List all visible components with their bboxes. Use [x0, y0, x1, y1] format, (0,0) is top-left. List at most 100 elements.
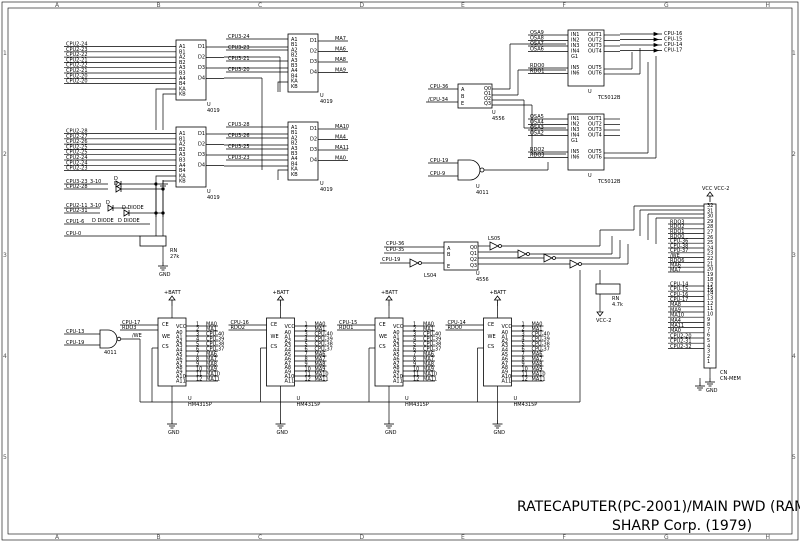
ic-pin-label: IN6 — [571, 155, 579, 161]
ram-address-net: MA10 — [532, 371, 546, 377]
ic-part-number: HM4315P — [514, 402, 538, 408]
ic-pin-label: D1 — [310, 126, 317, 132]
ic-pin-label: A1 — [291, 37, 298, 43]
ground-label: GND — [168, 430, 180, 436]
input-net-label: CPU3-23 — [228, 155, 250, 161]
output-net-label: MA0 — [335, 156, 346, 162]
grid-row-label: 1 — [3, 50, 7, 57]
ic-pin-label: CS — [271, 344, 278, 350]
ram-address-net: CPU-37 — [315, 346, 333, 352]
gate-label: LS05 — [488, 236, 500, 242]
connector-pin-number: 9 — [707, 317, 710, 323]
supply-symbol — [276, 295, 285, 301]
ram-cpu-net: CPU-14 — [448, 320, 466, 326]
ic-reference: U — [492, 110, 496, 116]
left-net-label: CPU2-28 — [66, 184, 88, 190]
inverter-bubble — [418, 261, 422, 265]
ram-pin-number: 1 — [305, 321, 308, 327]
grid-column-label: E — [461, 534, 465, 541]
ic-reference: U — [188, 396, 192, 402]
ic-pin-label: OUT3 — [588, 127, 602, 133]
wire — [277, 81, 288, 92]
input-net-label: CPU2-22 — [66, 52, 88, 58]
ic-pin-label: A2 — [176, 339, 183, 345]
ram-pin-number: 6 — [522, 346, 525, 352]
ic-part-number: 4011 — [104, 350, 117, 356]
ic-reference: U — [320, 93, 324, 99]
connector-net-label: CPU-15 — [670, 287, 688, 293]
ram-rdo-net: RDO1 — [339, 325, 353, 331]
ram-pin-number: 4 — [305, 336, 308, 342]
ic-pin-label: D1 — [310, 38, 317, 44]
connector-pin-number: 14 — [707, 290, 713, 296]
connector-net-label: /WE — [670, 253, 680, 259]
ic-pin-label: A7 — [285, 361, 292, 367]
ic-reference: U — [588, 89, 592, 95]
input-net-label: CPU2-23 — [66, 166, 88, 172]
ic-pin-label: VCC — [502, 324, 513, 330]
rn-value: 27k — [170, 254, 179, 260]
ic-pin-label: A10 — [285, 374, 295, 380]
connector-net-label: MA9 — [670, 307, 681, 313]
ground-label: GND — [277, 430, 289, 436]
left-net-label: CPU2-11_3-10 — [66, 203, 101, 209]
ic-pin-label: IN2 — [571, 122, 579, 128]
ram-address-net: MA8 — [423, 361, 434, 367]
decoder-4556-top — [457, 83, 493, 109]
output-net-label: /WE — [132, 333, 142, 339]
connector-pin-number: 23 — [707, 251, 713, 257]
connector-net-label: RDO0 — [670, 234, 684, 240]
input-net-label: RDO2 — [530, 147, 544, 153]
ram-pin-number: 4 — [196, 336, 199, 342]
wire — [155, 88, 176, 130]
ram-address-net: MA8 — [532, 361, 543, 367]
ram-address-net: CPU-38 — [532, 341, 550, 347]
ic-pin-label: WE — [271, 334, 279, 340]
inverter-bubble — [526, 252, 530, 256]
ic-pin-label: A1 — [285, 334, 292, 340]
ram-pin-number: 3 — [522, 331, 525, 337]
input-net-label: CPU2-24 — [66, 155, 88, 161]
ic-pin-label: CE — [162, 322, 169, 328]
input-net-label: OSA4 — [530, 120, 544, 126]
connector-net-label: MA0 — [670, 328, 681, 334]
connector-pin-number: 24 — [707, 245, 713, 251]
ram-address-net: CPU-40 — [423, 331, 441, 337]
ic-pin-label: OUT2 — [588, 38, 602, 44]
ram-address-net: MA7 — [423, 356, 434, 362]
ram-rdo-net: RDO3 — [122, 325, 136, 331]
input-net-label: CPU2-23 — [66, 47, 88, 53]
input-net-label: CPU3-23 — [228, 45, 250, 51]
connector-pin-number: 19 — [707, 272, 713, 278]
ram-rdo-net: RDO2 — [231, 325, 245, 331]
input-net-label: CPU-36 — [430, 84, 448, 90]
ic-pin-label: WE — [488, 334, 496, 340]
ic-pin-label: A2 — [285, 339, 292, 345]
ic-pin-label: A3 — [291, 146, 298, 152]
ic-pin-label: A7 — [502, 361, 509, 367]
ic-pin-label: IN3 — [571, 43, 579, 49]
ic-pin-label: A — [447, 246, 451, 252]
drawing-title: RATECAPUTER(PC-2001)/MAIN PWD (RAM) — [517, 499, 800, 515]
ic-pin-label: E — [461, 101, 464, 107]
ram-address-net: CPU-37 — [532, 346, 550, 352]
input-net-label: CPU2-22 — [66, 63, 88, 69]
ic-part-number: 4019 — [207, 108, 220, 114]
inverter-bubble — [552, 256, 556, 260]
ic-pin-label: D2 — [198, 55, 205, 61]
connector-net-label: MA7 — [670, 267, 681, 273]
connector-pin-number: 22 — [707, 256, 713, 262]
ic-pin-label: B — [461, 94, 465, 100]
ic-pin-label: Q0 — [484, 86, 491, 92]
arrow-marker — [653, 31, 660, 37]
inverter-bubble — [498, 244, 502, 248]
grid-column-label: C — [258, 534, 262, 541]
ic-pin-label: CE — [488, 322, 495, 328]
grid-row-label: 1 — [792, 50, 796, 57]
input-net-label: OSA7 — [530, 41, 544, 47]
input-net-label: CPU2-21 — [66, 57, 88, 63]
ram-pin-number: 10 — [522, 366, 528, 372]
diode-label: D — [106, 200, 110, 206]
ic-part-number: TC5012B — [597, 95, 621, 101]
ic-pin-label: A1 — [176, 334, 183, 340]
